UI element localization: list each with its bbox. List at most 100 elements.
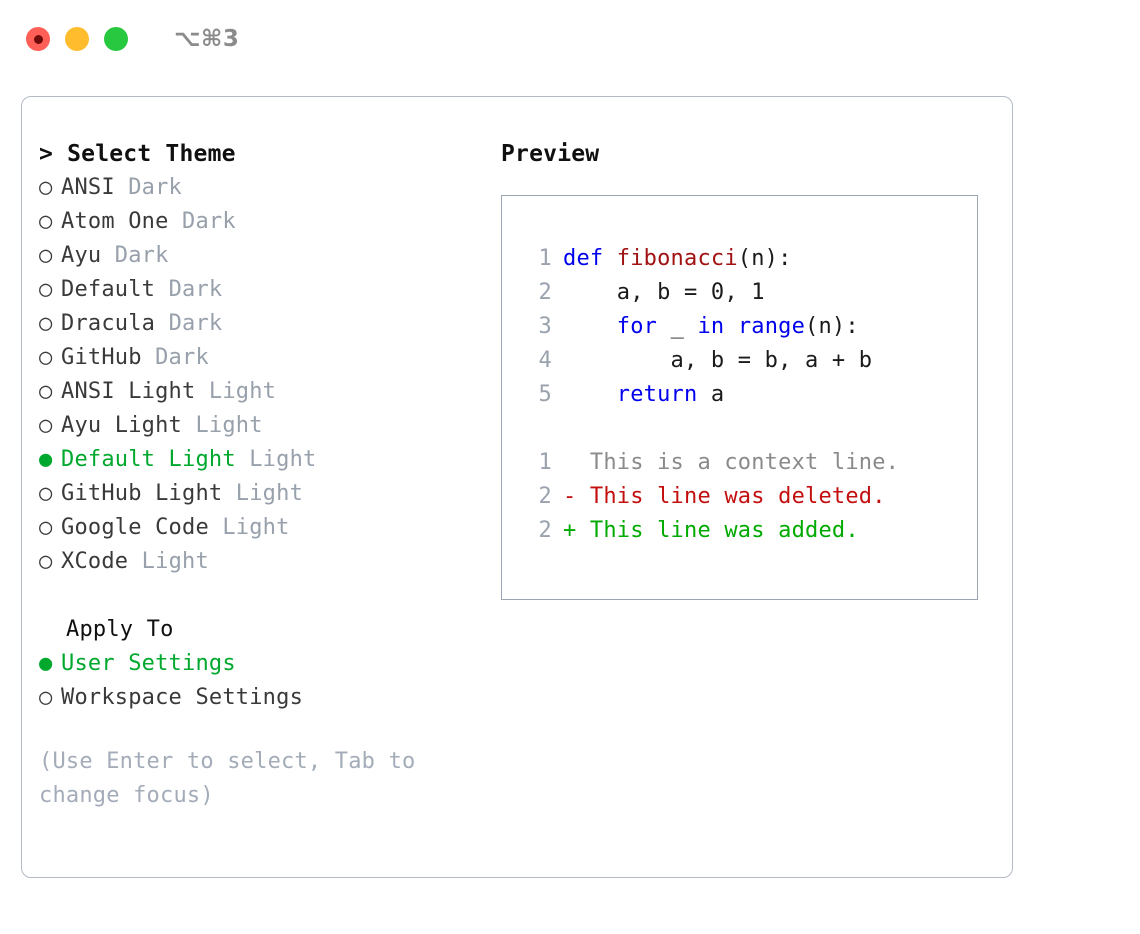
- apply-to-heading: Apply To: [66, 617, 174, 642]
- code-token-kw: in: [697, 314, 725, 339]
- theme-option-default[interactable]: ○ Default Dark: [39, 273, 491, 307]
- code-token-pl: [563, 382, 617, 407]
- theme-option-variant: Dark: [155, 277, 223, 302]
- theme-option-variant: Dark: [101, 243, 169, 268]
- maximize-button[interactable]: [104, 27, 128, 51]
- theme-option-xcode[interactable]: ○ XCode Light: [39, 545, 491, 579]
- content-frame: > Select Theme ○ANSI Dark○Atom One Dark○…: [21, 96, 1013, 878]
- theme-option-label: Default Light: [61, 447, 236, 472]
- theme-option-variant: Dark: [114, 175, 183, 200]
- code-token-fn: fibonacci: [616, 246, 738, 271]
- code-line-number: 3: [538, 314, 552, 339]
- theme-option-variant: Dark: [168, 209, 236, 234]
- radio-unselected-icon: ○: [39, 175, 53, 200]
- radio-unselected-icon: ○: [39, 345, 53, 370]
- theme-option-ayu[interactable]: ○Ayu Dark: [39, 239, 491, 273]
- theme-option-ayu-light[interactable]: ○ Ayu Light Light: [39, 409, 491, 443]
- theme-option-variant: Dark: [141, 345, 209, 370]
- code-token-kw: def: [563, 246, 617, 271]
- theme-option-label: ANSI: [61, 175, 115, 200]
- diff-line-text: This is a context line.: [563, 450, 900, 475]
- theme-option-variant: Dark: [155, 311, 223, 336]
- code-line: 2 a, b = 0, 1: [524, 276, 977, 310]
- code-line: 3 for _ in range(n):: [524, 310, 977, 344]
- radio-unselected-icon: ○: [39, 515, 53, 540]
- minimize-button[interactable]: [65, 27, 89, 51]
- diff-line-number: 2: [538, 484, 552, 509]
- code-token-pl: [724, 314, 737, 339]
- code-token-pl: a, b = b, a + b: [563, 348, 873, 373]
- theme-option-variant: Light: [128, 549, 209, 574]
- title-bar: ⌥⌘3: [0, 0, 1140, 78]
- code-line: 5 return a: [524, 378, 977, 412]
- page-title: > Select Theme: [39, 141, 236, 167]
- spacer: [39, 579, 491, 613]
- diff-line-add: 2+ This line was added.: [524, 514, 977, 548]
- radio-selected-icon: ●: [39, 651, 53, 676]
- code-line-text: for _ in range(n):: [563, 310, 859, 344]
- apply-to-list[interactable]: ● User Settings ○Workspace Settings: [39, 647, 491, 715]
- diff-line-number: 1: [538, 450, 552, 475]
- radio-unselected-icon: ○: [39, 379, 53, 404]
- theme-option-default-light[interactable]: ● Default Light Light: [39, 443, 491, 477]
- diff-line-text: - This line was deleted.: [563, 484, 886, 509]
- radio-unselected-icon: ○: [39, 311, 53, 336]
- code-line-number: 5: [538, 382, 552, 407]
- code-token-pl: (n):: [805, 314, 859, 339]
- code-line-text: a, b = b, a + b: [563, 344, 873, 378]
- radio-unselected-icon: ○: [39, 549, 53, 574]
- radio-unselected-icon: ○: [39, 481, 53, 506]
- radio-unselected-icon: ○: [39, 277, 53, 302]
- theme-option-github[interactable]: ○GitHub Dark: [39, 341, 491, 375]
- theme-option-variant: Light: [208, 515, 290, 540]
- close-button[interactable]: [26, 27, 50, 51]
- apply-to-option-workspace-settings[interactable]: ○Workspace Settings: [39, 681, 491, 715]
- diff-line-text: + This line was added.: [563, 518, 859, 543]
- code-token-pl: _: [657, 314, 698, 339]
- radio-unselected-icon: ○: [39, 413, 53, 438]
- theme-option-variant: Light: [182, 413, 263, 438]
- code-line-number: 1: [538, 246, 552, 271]
- code-token-pl: [563, 314, 617, 339]
- theme-option-label: Ayu Light: [61, 413, 183, 438]
- code-token-kw: return: [616, 382, 698, 407]
- spacer: [39, 715, 491, 745]
- theme-option-label: XCode: [61, 549, 129, 574]
- code-line-number: 2: [538, 280, 552, 305]
- theme-option-variant: Light: [195, 379, 277, 404]
- spacer: [524, 412, 977, 446]
- theme-list[interactable]: ○ANSI Dark○Atom One Dark○Ayu Dark○Defaul…: [39, 171, 491, 579]
- diff-line-del: 2 - This line was deleted.: [524, 480, 977, 514]
- theme-option-variant: Light: [235, 447, 317, 472]
- code-line-text: def fibonacci(n):: [563, 242, 792, 276]
- theme-option-label: Default: [61, 277, 156, 302]
- theme-option-google-code[interactable]: ○ Google Code Light: [39, 511, 491, 545]
- theme-option-ansi[interactable]: ○ ANSI Dark: [39, 171, 491, 205]
- code-line-number: 4: [538, 348, 552, 373]
- theme-option-label: Ayu: [61, 243, 102, 268]
- theme-option-atom-one[interactable]: ○Atom One Dark: [39, 205, 491, 239]
- apply-to-option-user-settings[interactable]: ● User Settings: [39, 647, 491, 681]
- code-token-kw: range: [737, 314, 806, 339]
- radio-selected-icon: ●: [39, 447, 53, 472]
- code-line: 1 def fibonacci(n):: [524, 242, 977, 276]
- theme-option-github-light[interactable]: ○GitHub Light Light: [39, 477, 491, 511]
- theme-option-label: Dracula: [61, 311, 156, 336]
- theme-picker-panel: > Select Theme ○ANSI Dark○Atom One Dark○…: [39, 137, 491, 813]
- window-controls: [26, 27, 128, 51]
- theme-option-label: Google Code: [61, 515, 209, 540]
- theme-option-ansi-light[interactable]: ○ ANSI Light Light: [39, 375, 491, 409]
- keyboard-hint: (Use Enter to select, Tab to change focu…: [39, 749, 416, 808]
- theme-option-label: ANSI Light: [61, 379, 196, 404]
- apply-to-option-label: User Settings: [61, 651, 236, 676]
- theme-option-dracula[interactable]: ○ Dracula Dark: [39, 307, 491, 341]
- theme-option-label: Atom One: [61, 209, 169, 234]
- code-line: 4 a, b = b, a + b: [524, 344, 977, 378]
- keyboard-shortcut-label: ⌥⌘3: [174, 26, 240, 52]
- code-token-pl: (n):: [737, 246, 792, 271]
- code-line-text: a, b = 0, 1: [563, 276, 765, 310]
